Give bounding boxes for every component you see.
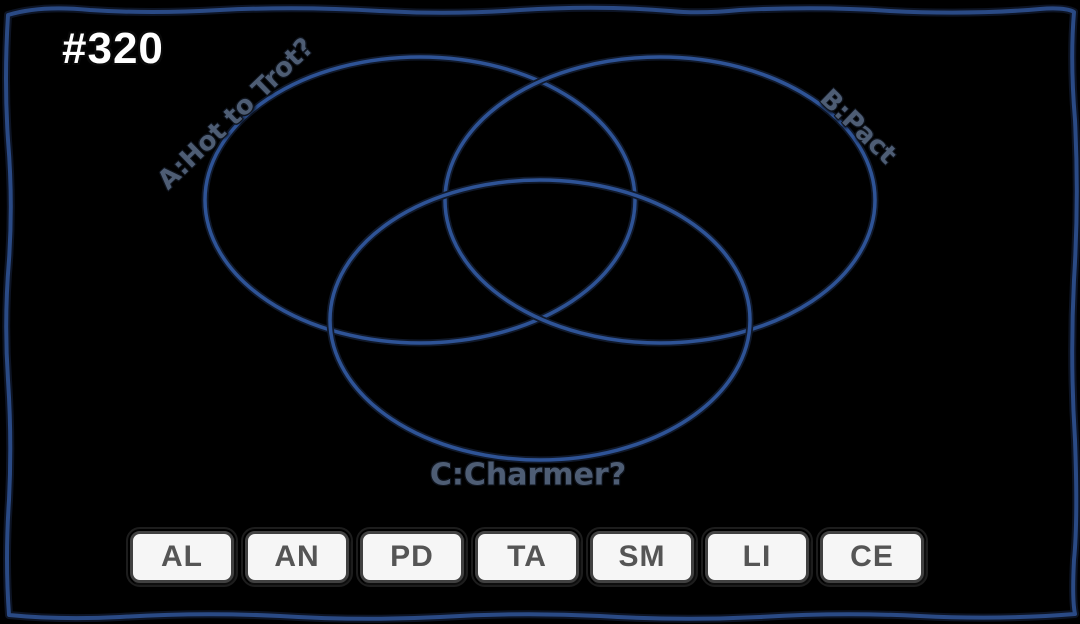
answer-button-sm[interactable]: SM bbox=[586, 527, 698, 587]
answer-button-ta[interactable]: TA bbox=[471, 527, 583, 587]
answer-button-li[interactable]: LI bbox=[701, 527, 813, 587]
hand-drawn-border bbox=[2, 3, 1080, 623]
venn-circle-a[interactable] bbox=[201, 53, 639, 347]
venn-circle-b[interactable] bbox=[441, 53, 879, 347]
set-label-c: C:Charmer? bbox=[429, 457, 627, 493]
answer-button-al[interactable]: AL bbox=[126, 527, 238, 587]
puzzle-number: #320 bbox=[62, 24, 164, 73]
venn-circle-c[interactable] bbox=[326, 176, 754, 464]
answer-button-ce[interactable]: CE bbox=[816, 527, 928, 587]
answer-button-pd[interactable]: PD bbox=[356, 527, 468, 587]
answer-tray: AL AN PD TA SM LI CE bbox=[126, 527, 928, 587]
answer-button-an[interactable]: AN bbox=[241, 527, 353, 587]
